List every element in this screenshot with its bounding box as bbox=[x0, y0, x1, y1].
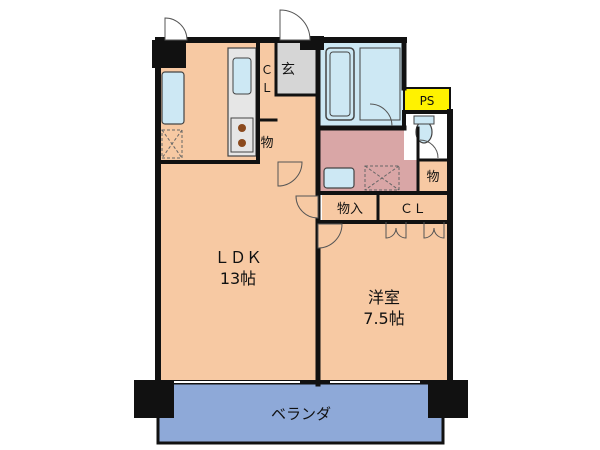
stove-burner-2 bbox=[238, 139, 246, 147]
room-size-ldk: 13帖 bbox=[220, 269, 256, 288]
balcony-pillar-left bbox=[134, 380, 174, 418]
refrigerator-x2 bbox=[161, 129, 183, 159]
door-swings bbox=[164, 9, 445, 249]
stove-burner-1 bbox=[238, 124, 246, 132]
room-label-storage-closet: 物入 bbox=[337, 202, 363, 217]
storage-right bbox=[418, 160, 448, 193]
ps-box bbox=[403, 87, 451, 113]
room-label-balcony: ベランダ bbox=[271, 405, 331, 423]
toilet-tank bbox=[413, 115, 435, 125]
room-label-closet-kitchen-top: Ｃ bbox=[261, 63, 273, 77]
room-label-ps: PS bbox=[420, 94, 435, 108]
room-label-closet-kitchen-bottom: Ｌ bbox=[261, 81, 273, 95]
room-label-entrance: 玄 bbox=[281, 61, 295, 78]
pillar-top-left bbox=[152, 40, 186, 68]
stove bbox=[230, 117, 254, 153]
bathtub bbox=[325, 47, 355, 121]
washing-machine-pan bbox=[364, 165, 400, 191]
closet-kitchen bbox=[258, 40, 276, 120]
bath-floor bbox=[359, 47, 401, 121]
room-label-storage-right: 物 bbox=[426, 170, 439, 185]
kitchen-sink-left bbox=[161, 71, 185, 125]
refrigerator-space bbox=[161, 129, 183, 159]
storage-top bbox=[258, 120, 276, 162]
kitchen-sink bbox=[232, 57, 252, 95]
western-room bbox=[318, 222, 448, 382]
room-label-western: 洋室 bbox=[368, 288, 400, 307]
washing-machine-pan-x2 bbox=[364, 165, 400, 191]
storage-closet bbox=[322, 193, 378, 221]
room-label-ldk: ＬＤＫ bbox=[214, 248, 262, 267]
washbasin bbox=[323, 167, 355, 189]
room-label-storage-top: 物 bbox=[260, 136, 273, 151]
closet-bedroom bbox=[378, 193, 448, 221]
room-label-closet-bedroom: ＣＬ bbox=[400, 202, 426, 217]
bathtub-inner bbox=[329, 51, 351, 117]
room-size-western: 7.5帖 bbox=[363, 309, 404, 328]
